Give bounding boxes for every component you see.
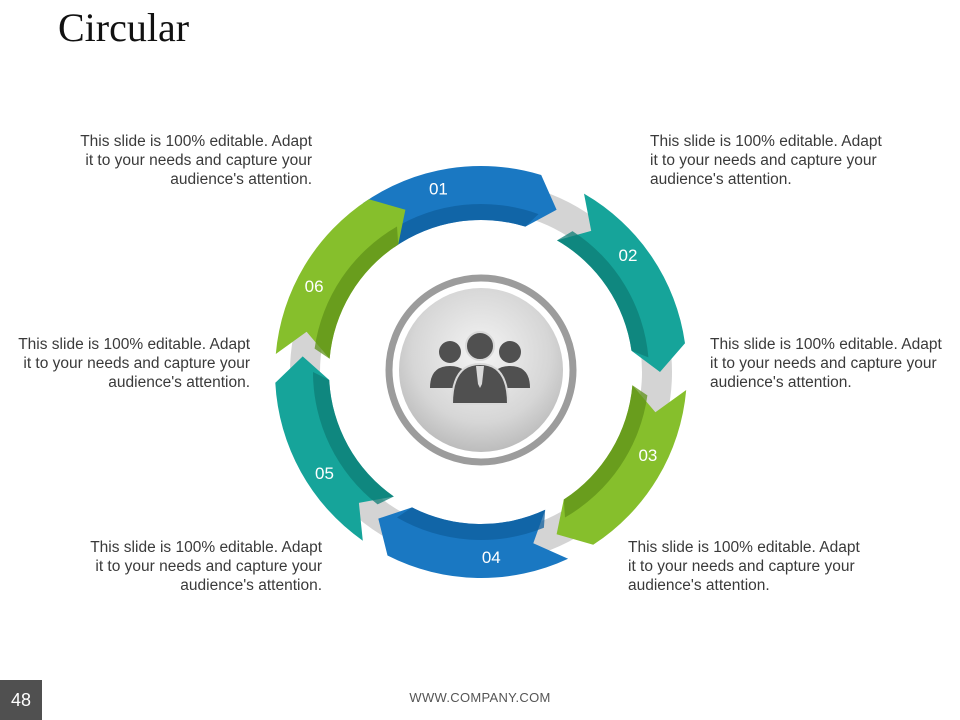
segment-04-text: This slide is 100% editable. Adapt it to… — [628, 539, 860, 594]
segment-number-06: 06 — [305, 277, 324, 296]
segment-shade-01 — [392, 203, 539, 248]
segment-06-text: This slide is 100% editable. Adapt it to… — [18, 336, 250, 391]
segment-arc-06 — [275, 199, 406, 359]
segment-05-text: This slide is 100% editable. Adapt it to… — [90, 539, 322, 594]
segment-arc-03 — [556, 385, 687, 545]
segment-03-text: This slide is 100% editable. Adapt it to… — [710, 336, 942, 391]
segment-shade-05 — [313, 372, 394, 505]
segment-shade-03 — [563, 385, 648, 518]
segment-shade-06 — [314, 226, 399, 359]
ring-segment-01: 01 — [362, 166, 557, 248]
segment-number-05: 05 — [315, 464, 334, 483]
ring-segment-04: 04 — [378, 507, 569, 578]
segment-number-03: 03 — [638, 446, 657, 465]
page-number: 48 — [0, 680, 42, 720]
ring-segment-03: 03 — [556, 385, 687, 545]
segment-shade-04 — [397, 507, 546, 541]
ring-segment-05: 05 — [275, 356, 394, 541]
people-group-icon — [430, 331, 530, 405]
segment-02-text: This slide is 100% editable. Adapt it to… — [650, 133, 882, 188]
segment-number-04: 04 — [482, 548, 501, 567]
segment-01-text: This slide is 100% editable. Adapt it to… — [80, 133, 312, 188]
segment-shade-02 — [557, 231, 649, 358]
ring-segment-06: 06 — [275, 199, 406, 359]
segment-number-01: 01 — [429, 179, 448, 198]
footer-url: WWW.COMPANY.COM — [409, 690, 551, 705]
segment-number-02: 02 — [619, 246, 638, 265]
ring-segments: 01 02 03 04 05 06 — [275, 166, 687, 578]
ring-segment-02: 02 — [557, 193, 685, 372]
slide-title: Circular — [58, 5, 190, 50]
